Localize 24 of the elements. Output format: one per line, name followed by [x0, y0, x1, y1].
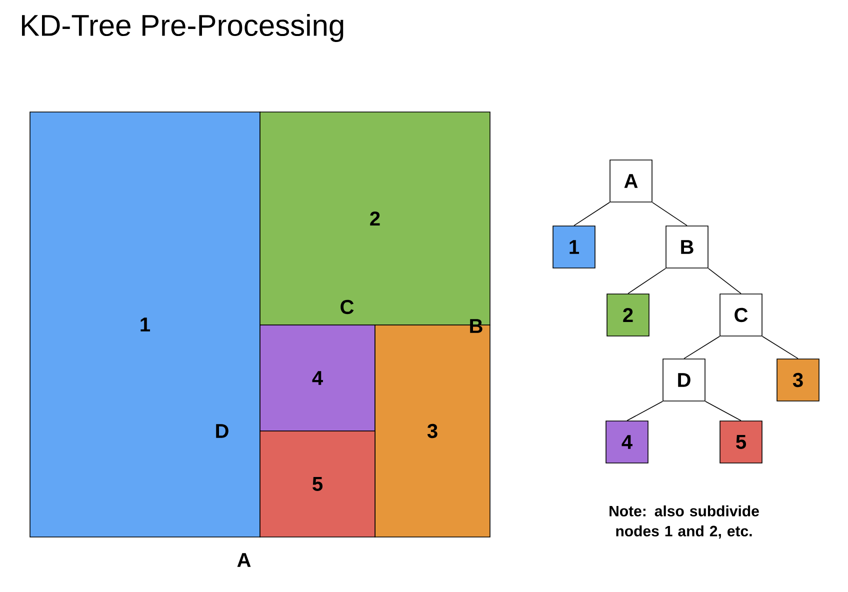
tree-line — [684, 336, 720, 359]
tree-node-box: C — [720, 294, 762, 336]
tree-line — [626, 401, 663, 421]
tree-line — [652, 202, 688, 226]
tree-node-box: 4 — [606, 420, 648, 464]
split-label: A — [237, 553, 251, 567]
region-box: 5 — [260, 430, 376, 538]
tree-node-box: D — [662, 358, 706, 402]
tree-line — [628, 268, 666, 294]
tree-line — [708, 268, 742, 294]
note: Note: also subdivide nodes 1 and 2, etc. — [610, 505, 759, 539]
tree-node-box: 5 — [720, 420, 762, 464]
tree-node-box: A — [610, 160, 652, 202]
split-label: C — [340, 300, 354, 314]
tree-node-box: B — [666, 226, 708, 268]
region-box: 4 — [260, 324, 376, 432]
split-label: D — [216, 424, 228, 438]
title: KD-Tree Pre-Processing — [22, 14, 344, 42]
tree-line — [762, 336, 798, 359]
tree-line — [705, 401, 742, 421]
tree-node-box: 3 — [776, 358, 820, 402]
tree-node-box: 2 — [606, 294, 650, 336]
tree-node-box: 1 — [552, 226, 596, 268]
tree-line — [574, 202, 610, 226]
